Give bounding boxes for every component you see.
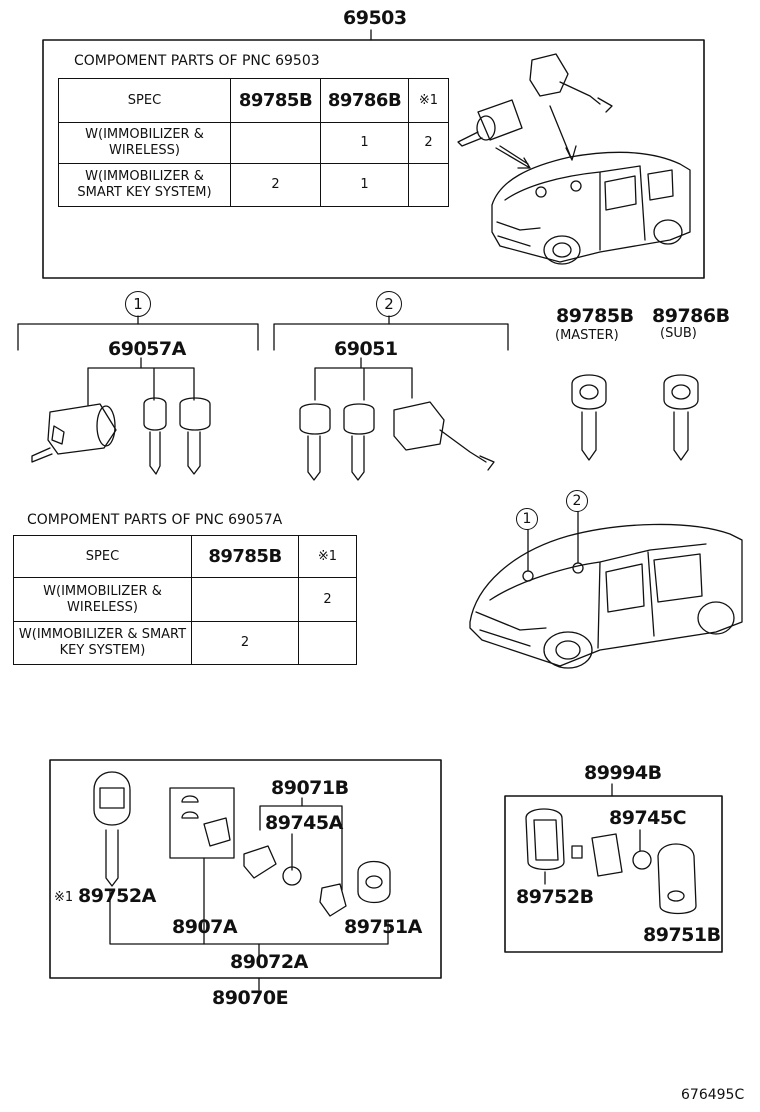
- table-cell: [408, 163, 449, 207]
- table-cell: [191, 577, 299, 622]
- part-number-89072A: 89072A: [230, 951, 308, 973]
- part-number-89751A: 89751A: [344, 916, 422, 938]
- circuit-board-icon: [591, 833, 623, 877]
- smart-key-cover-icon: [657, 843, 697, 915]
- sub-key-part-number: 89786B: [652, 305, 730, 327]
- master-key-label: (MASTER): [555, 328, 619, 343]
- table-row: W(IMMOBILIZER & WIRELESS) 1 2: [58, 122, 449, 164]
- case-half-icon: [319, 883, 347, 917]
- group-marker-2: 2: [376, 291, 402, 317]
- battery-icon: [632, 850, 652, 870]
- ignition-switch-top: [529, 53, 613, 113]
- table-row: W(IMMOBILIZER & SMART KEY SYSTEM) 2: [13, 621, 357, 665]
- ignition-switch-g2: [393, 401, 495, 471]
- table-cell: W(IMMOBILIZER & SMART KEY SYSTEM): [13, 621, 192, 665]
- table-header: SPEC: [58, 78, 231, 123]
- sub-key-icon: [663, 374, 699, 461]
- smart-key-case-icon: [525, 808, 565, 871]
- battery-icon: [282, 866, 302, 886]
- table-cell: 2: [230, 163, 321, 207]
- case-half-icon: [243, 845, 277, 879]
- component-caption-middle: COMPOMENT PARTS OF PNC 69057A: [27, 512, 283, 528]
- table-cell: 2: [298, 577, 357, 622]
- group-marker-1: 1: [125, 291, 151, 317]
- table-row: W(IMMOBILIZER & SMART KEY SYSTEM) 2 1: [58, 163, 449, 207]
- table-cell: 2: [191, 621, 299, 665]
- part-number-89745C: 89745C: [609, 807, 687, 829]
- part-number-89071B: 89071B: [271, 777, 349, 799]
- table-cell: [230, 122, 321, 164]
- car-marker-2: 2: [566, 490, 588, 512]
- car-illustration-top: [491, 151, 691, 265]
- table-header: ※1: [298, 535, 357, 578]
- table-cell: 1: [320, 122, 409, 164]
- table-cell: W(IMMOBILIZER & WIRELESS): [13, 577, 192, 622]
- assembly-part-number: 69503: [343, 7, 407, 29]
- part-number-89752A: 89752A: [78, 885, 156, 907]
- ignition-cylinder-g1: [31, 403, 117, 463]
- key-icon: [299, 403, 331, 481]
- table-header: ※1: [408, 78, 449, 123]
- table-cell: 2: [408, 122, 449, 164]
- master-key-part-number: 89785B: [556, 305, 634, 327]
- table-cell: W(IMMOBILIZER & WIRELESS): [58, 122, 231, 164]
- spec-table-middle: SPEC 89785B ※1 W(IMMOBILIZER & WIRELESS)…: [13, 535, 357, 665]
- part-number-89752B: 89752B: [516, 886, 594, 908]
- table-cell: 1: [320, 163, 409, 207]
- group2-part-number: 69051: [334, 338, 398, 360]
- sub-key-label: (SUB): [660, 326, 697, 341]
- note-marker: ※1: [54, 890, 74, 905]
- table-row: W(IMMOBILIZER & WIRELESS) 2: [13, 577, 357, 622]
- part-number-89751B: 89751B: [643, 924, 721, 946]
- car-illustration-middle: [469, 511, 743, 669]
- group1-part-number: 69057A: [108, 338, 186, 360]
- component-caption-top: COMPOMENT PARTS OF PNC 69503: [74, 53, 320, 69]
- part-number-89994B: 89994B: [584, 762, 662, 784]
- table-header: 89785B: [230, 78, 321, 123]
- car-marker-1: 1: [516, 508, 538, 530]
- table-cell: W(IMMOBILIZER & SMART KEY SYSTEM): [58, 163, 231, 207]
- key-icon: [343, 403, 375, 481]
- part-number-89745A: 89745A: [265, 812, 343, 834]
- part-number-8907A: 8907A: [172, 916, 238, 938]
- arrow-icon: [549, 105, 577, 161]
- key-89752A-icon: [93, 771, 131, 887]
- table-header: 89786B: [320, 78, 409, 123]
- illustration-code: 676495C: [681, 1087, 745, 1103]
- table-header: 89785B: [191, 535, 299, 578]
- key-icon: [179, 397, 211, 475]
- spec-table-top: SPEC 89785B 89786B ※1 W(IMMOBILIZER & WI…: [58, 78, 449, 207]
- master-key-icon: [571, 374, 607, 461]
- part-number-89070E: 89070E: [212, 987, 289, 1009]
- table-cell: [298, 621, 357, 665]
- arrow-icon: [495, 147, 531, 169]
- table-header: SPEC: [13, 535, 192, 578]
- key-icon: [143, 397, 167, 475]
- ignition-cylinder-top: [457, 99, 523, 147]
- key-head-89751A-icon: [357, 860, 391, 904]
